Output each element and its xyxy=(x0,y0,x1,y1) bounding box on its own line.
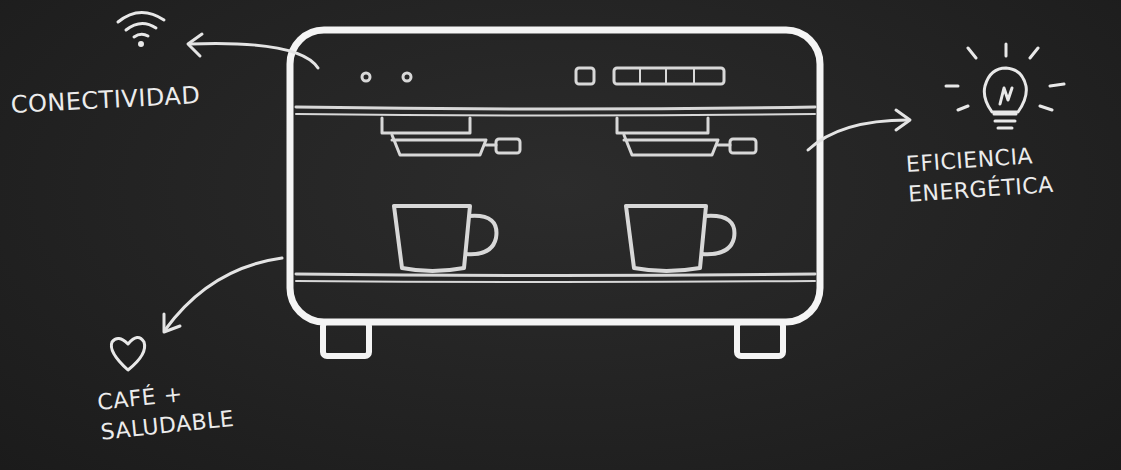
leader-arrow xyxy=(808,120,908,150)
callout-label: EFICIENCIA ENERGÉTICA xyxy=(905,138,1084,210)
machine-housing xyxy=(290,30,820,322)
portafilter xyxy=(624,135,718,155)
button xyxy=(403,73,411,81)
cup xyxy=(626,206,706,271)
display xyxy=(640,68,694,84)
lightbulb-icon xyxy=(946,44,1064,128)
cup-handle xyxy=(466,216,496,254)
portafilter xyxy=(392,135,486,155)
leader-arrow xyxy=(165,258,282,330)
group-head xyxy=(382,118,470,133)
callout-label: CAFÉ + SALUDABLE xyxy=(96,373,246,448)
display xyxy=(614,68,724,84)
panel-line xyxy=(296,114,815,116)
arrow-head xyxy=(164,314,180,332)
button xyxy=(362,73,370,81)
callout-label: CONECTIVIDAD xyxy=(10,76,271,120)
cup-handle xyxy=(702,216,734,254)
machine-foot xyxy=(323,322,369,356)
drip-tray-line xyxy=(296,274,815,276)
arrow-head xyxy=(896,110,910,130)
group-head xyxy=(617,118,708,133)
button xyxy=(576,68,594,84)
panel-line xyxy=(296,107,815,109)
drip-tray-line xyxy=(296,281,815,282)
handle xyxy=(496,139,520,153)
machine-foot xyxy=(737,322,783,356)
cup xyxy=(394,206,470,271)
wifi-icon xyxy=(118,12,164,45)
heart-icon xyxy=(111,337,144,370)
leader-arrow xyxy=(190,44,318,69)
handle xyxy=(730,139,756,153)
arrow-head xyxy=(188,34,202,56)
